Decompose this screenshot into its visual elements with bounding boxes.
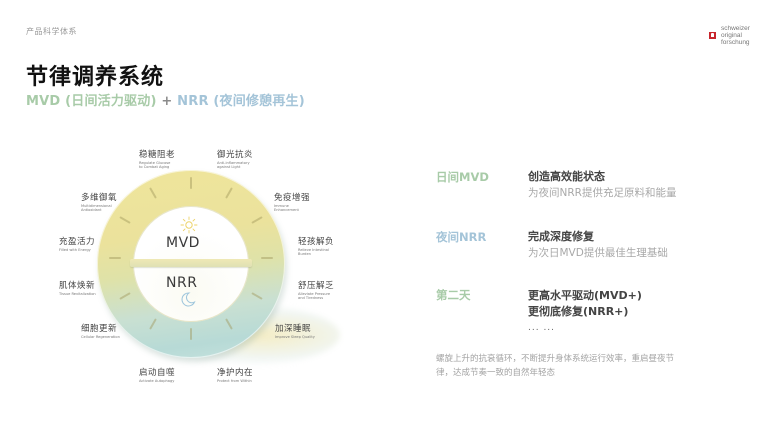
wheel-label: 启动自噬 Activate Autophagy	[139, 366, 175, 383]
ring-tick	[190, 328, 192, 340]
brand-mark-icon	[709, 32, 716, 39]
wheel-label-en: Tissue Revitalization	[59, 292, 96, 296]
wheel-label-zh: 净护内在	[217, 368, 254, 378]
subtitle-mvd: MVD (日间活力驱动)	[26, 94, 157, 109]
wheel-label-zh: 多维御氧	[81, 193, 118, 203]
wheel-label-zh: 免疫增强	[274, 193, 311, 203]
wheel-label-en: Alleviate Pressure and Tiredness	[298, 292, 331, 301]
wheel-label-en: Multidimensional Antioxidant	[81, 204, 112, 213]
row-head-next-day: 更高水平驱动(MVD+)	[528, 289, 642, 302]
brand-line-1: schweizer	[721, 25, 750, 32]
wheel-divider-bar	[130, 259, 252, 267]
brand-line-2: original	[721, 32, 742, 39]
wheel-label-zh: 加深睡眠	[275, 324, 312, 334]
wheel-label-en: Cellular Regeneration	[81, 335, 120, 339]
wheel-label: 御光抗炎 Anti-inflammatory against Light	[217, 148, 253, 170]
brand-line-3: forschung	[721, 39, 750, 46]
ring-tick	[190, 177, 192, 189]
row-key-day: 日间MVD	[436, 170, 489, 184]
row-head-night: 完成深度修复	[528, 230, 594, 243]
wheel-label: 净护内在 Protect from Within	[217, 366, 253, 383]
moon-icon	[181, 292, 196, 307]
wheel-label: 轻孩解负 Relieve Intestinal Burden	[298, 235, 334, 257]
row-sub-day: 为夜间NRR提供充足原料和能量	[528, 187, 677, 199]
wheel-label: 稳糖阻老 Regulate Glucose to Combat Aging	[139, 148, 175, 170]
ring-tick	[109, 257, 121, 259]
page-title: 节律调养系统	[26, 65, 165, 90]
wheel-label-zh: 稳糖阻老	[139, 150, 176, 160]
wheel-label: 舒压解乏 Alleviate Pressure and Tiredness	[298, 279, 334, 301]
subtitle-nrr: NRR (夜间修憩再生)	[177, 94, 305, 109]
brand-logo: schweizer original forschung	[709, 25, 750, 46]
wheel-label: 细胞更新 Cellular Regeneration	[81, 322, 120, 339]
wheel-label-en: Activate Autophagy	[139, 379, 175, 383]
wheel-label-zh: 启动自噬	[139, 368, 176, 378]
wheel-label-en: Immune Enhancement	[274, 204, 299, 213]
hub-label-mvd: MVD	[166, 235, 200, 251]
breadcrumb: 产品科学体系	[26, 27, 77, 36]
wheel-label-en: Relieve Intestinal Burden	[298, 248, 329, 257]
row-head-day: 创造高效能状态	[528, 170, 605, 183]
wheel-label-zh: 肌体焕新	[59, 281, 96, 291]
wheel-label-zh: 舒压解乏	[298, 281, 335, 291]
wheel-label: 加深睡眠 Improve Sleep Quality	[275, 322, 315, 339]
row-key-night: 夜间NRR	[436, 230, 487, 244]
ellipsis: ... ...	[528, 323, 556, 333]
wheel-label-en: Anti-inflammatory against Light	[217, 161, 250, 170]
ring-tick	[261, 257, 273, 259]
wheel-label-zh: 轻孩解负	[298, 237, 335, 247]
wheel-label-zh: 御光抗炎	[217, 150, 254, 160]
subtitle-plus: +	[156, 94, 178, 109]
wheel-label-en: Improve Sleep Quality	[275, 335, 315, 339]
brand-text: schweizer original forschung	[721, 25, 750, 46]
row-key-next-day: 第二天	[436, 288, 471, 302]
wheel-label-en: Regulate Glucose to Combat Aging	[139, 161, 171, 170]
wheel-label: 免疫增强 Immune Enhancement	[274, 191, 310, 213]
wheel-label: 肌体焕新 Tissue Revitalization	[59, 279, 96, 296]
wheel-label-en: Filled with Energy	[59, 248, 91, 252]
sun-icon	[180, 216, 198, 234]
wheel-label-en: Protect from Within	[217, 379, 252, 383]
row-sub-next-day: 更彻底修复(NRR+)	[528, 305, 629, 318]
rhythm-wheel-diagram: MVD NRR 稳糖阻老 Regulate Glucose to Combat …	[59, 148, 340, 383]
summary-text: 螺旋上升的抗衰循环，不断提升身体系统运行效率，重启昼夜节律，达成节奏一致的自然年…	[436, 354, 675, 378]
wheel-label: 充盈活力 Filled with Energy	[59, 235, 95, 252]
hub-label-nrr: NRR	[166, 275, 198, 291]
page-subtitle: MVD (日间活力驱动) + NRR (夜间修憩再生)	[26, 90, 305, 109]
wheel-label: 多维御氧 Multidimensional Antioxidant	[81, 191, 117, 213]
row-sub-night: 为次日MVD提供最佳生理基础	[528, 247, 668, 259]
wheel-label-zh: 细胞更新	[81, 324, 118, 334]
wheel-label-zh: 充盈活力	[59, 237, 96, 247]
